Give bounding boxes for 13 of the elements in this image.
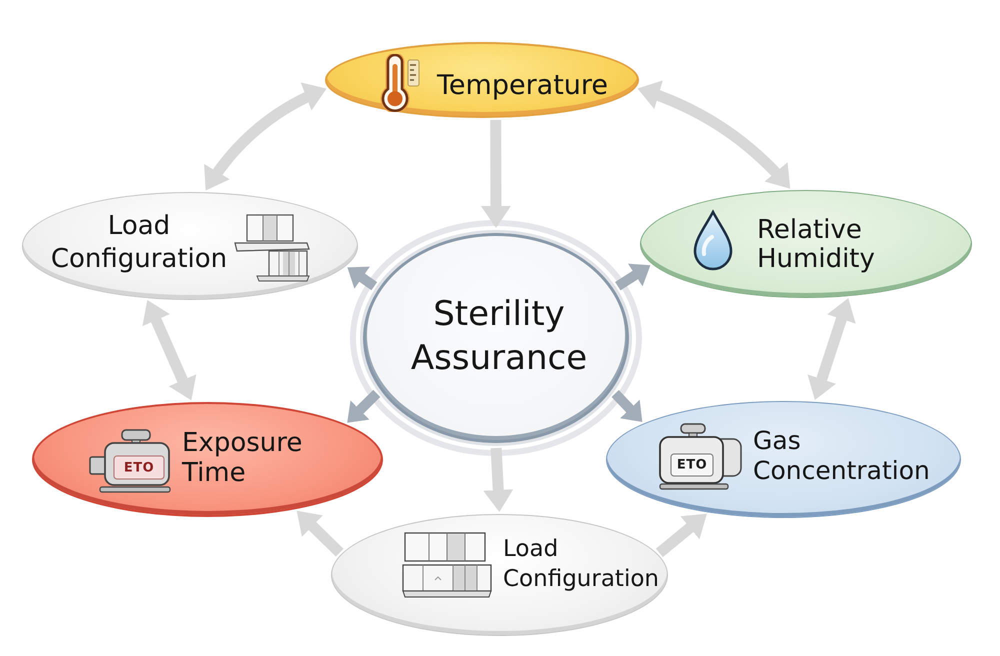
double-headed-arrow xyxy=(808,296,856,402)
double-headed-arrow xyxy=(142,298,196,403)
arrow xyxy=(480,120,511,228)
node-label: Gas Concentration xyxy=(753,426,930,486)
arrow xyxy=(483,448,514,512)
node-label: Load Configuration xyxy=(503,535,659,594)
node-label: Relative Humidity xyxy=(757,216,875,274)
node-label: Exposure Time xyxy=(182,428,302,488)
tank-label: ETO xyxy=(124,460,154,476)
node-label: Temperature xyxy=(437,70,608,102)
node-label: Load Configuration xyxy=(50,210,228,276)
node-label: Sterility Assurance xyxy=(410,293,588,380)
tank-label: ETO xyxy=(676,458,708,472)
